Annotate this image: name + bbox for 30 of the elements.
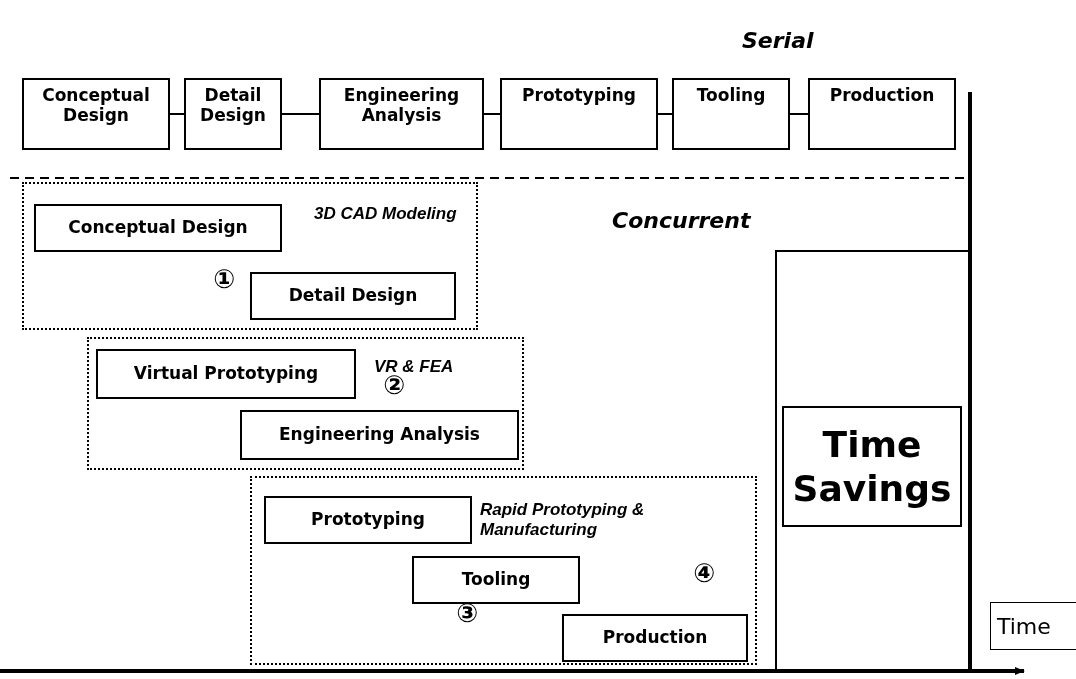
connector-line	[169, 113, 185, 115]
step-number: ④	[693, 558, 715, 588]
phase-box: Tooling	[412, 556, 580, 604]
axis-label-box: Time	[990, 602, 1076, 650]
phase-box: Prototyping	[500, 78, 658, 150]
phase-box: Conceptual Design	[34, 204, 282, 252]
phase-box: Conceptual Design	[22, 78, 170, 150]
method-caption: 3D CAD Modeling	[314, 204, 458, 224]
method-caption: Rapid Prototyping & Manufacturing	[480, 500, 646, 540]
phase-box: Production	[562, 614, 748, 662]
heading: Concurrent	[612, 208, 751, 233]
connector-line	[483, 113, 501, 115]
method-caption: VR & FEA	[374, 357, 455, 376]
step-number: ①	[213, 264, 235, 294]
phase-box: Detail Design	[250, 272, 456, 320]
phase-box: Tooling	[672, 78, 790, 150]
phase-box: Detail Design	[184, 78, 282, 150]
phase-box: Prototyping	[264, 496, 472, 544]
phase-group	[87, 337, 524, 470]
phase-box: Virtual Prototyping	[96, 349, 356, 399]
phase-group	[250, 476, 757, 665]
phase-box: Engineering Analysis	[240, 410, 519, 460]
connector-line	[789, 113, 809, 115]
heading: Serial	[742, 28, 814, 53]
phase-box: Production	[808, 78, 956, 150]
phase-box: Time Savings	[782, 406, 962, 527]
phase-box: Engineering Analysis	[319, 78, 484, 150]
connector-line	[281, 113, 320, 115]
connector-line	[657, 113, 673, 115]
phase-group	[22, 182, 478, 330]
